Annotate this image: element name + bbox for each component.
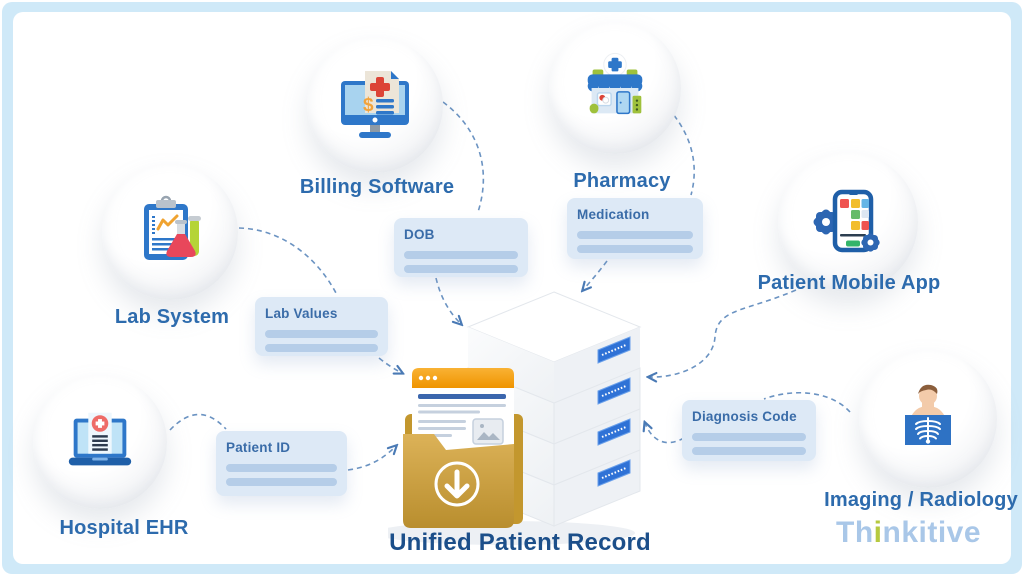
svg-text:$: $ [363, 95, 374, 116]
data-tag-label: Patient ID [226, 440, 291, 455]
node-label-billing-software: Billing Software [299, 176, 455, 198]
placeholder-bar [577, 231, 693, 239]
data-tag-label: Diagnosis Code [692, 409, 797, 424]
hospital-ehr-icon [68, 412, 132, 466]
node-label-pharmacy: Pharmacy [573, 170, 671, 192]
placeholder-bar [265, 344, 378, 352]
node-label-patient-mobile-app: Patient Mobile App [757, 272, 941, 294]
node-imaging-radiology [859, 350, 997, 488]
thinkitive-logo: Thinkitive [836, 516, 981, 550]
imaging-radiology-icon [905, 384, 951, 445]
placeholder-bar [226, 464, 337, 472]
node-patient-mobile-app [778, 152, 918, 292]
node-billing-software: $ [307, 37, 443, 173]
placeholder-bar [404, 265, 518, 273]
logo-text: Th [836, 516, 874, 549]
patient-mobile-app-icon [813, 189, 880, 253]
placeholder-bar [226, 478, 337, 486]
placeholder-bar [692, 433, 806, 441]
data-tag-patientid: Patient ID [216, 431, 347, 496]
billing-software-icon: $ [341, 71, 409, 138]
server-stack [466, 291, 642, 527]
placeholder-bar [404, 251, 518, 259]
diagram-title: Unified Patient Record [389, 529, 651, 556]
node-label-lab-system: Lab System [114, 306, 230, 328]
logo-text: nkitive [882, 516, 982, 549]
data-tag-medication: Medication [567, 198, 703, 259]
placeholder-bar [265, 330, 378, 338]
server-led-panels [597, 336, 631, 487]
node-pharmacy [549, 22, 681, 154]
node-label-hospital-ehr: Hospital EHR [59, 517, 189, 539]
pharmacy-store-icon [587, 52, 643, 115]
data-tag-label: DOB [404, 227, 435, 242]
lab-system-icon [144, 195, 201, 260]
node-label-imaging-radiology: Imaging / Radiology [824, 489, 1018, 511]
data-tag-label: Lab Values [265, 306, 338, 321]
placeholder-bar [692, 447, 806, 455]
download-arrow-icon [434, 461, 480, 507]
data-tag-dob: DOB [394, 218, 528, 277]
image-placeholder-icon [472, 418, 504, 445]
node-lab-system [102, 164, 238, 300]
download-folder [403, 368, 523, 528]
node-hospital-ehr [33, 375, 167, 509]
logo-accent-letter: i [873, 516, 883, 549]
ribcage [915, 417, 941, 444]
browser-window [412, 368, 514, 460]
server-stack-download-folder-icon [388, 291, 642, 545]
data-tag-diagnosis: Diagnosis Code [682, 400, 816, 461]
flask [166, 220, 196, 257]
data-tag-label: Medication [577, 207, 650, 222]
data-tag-labvalues: Lab Values [255, 297, 388, 356]
placeholder-bar [577, 245, 693, 253]
